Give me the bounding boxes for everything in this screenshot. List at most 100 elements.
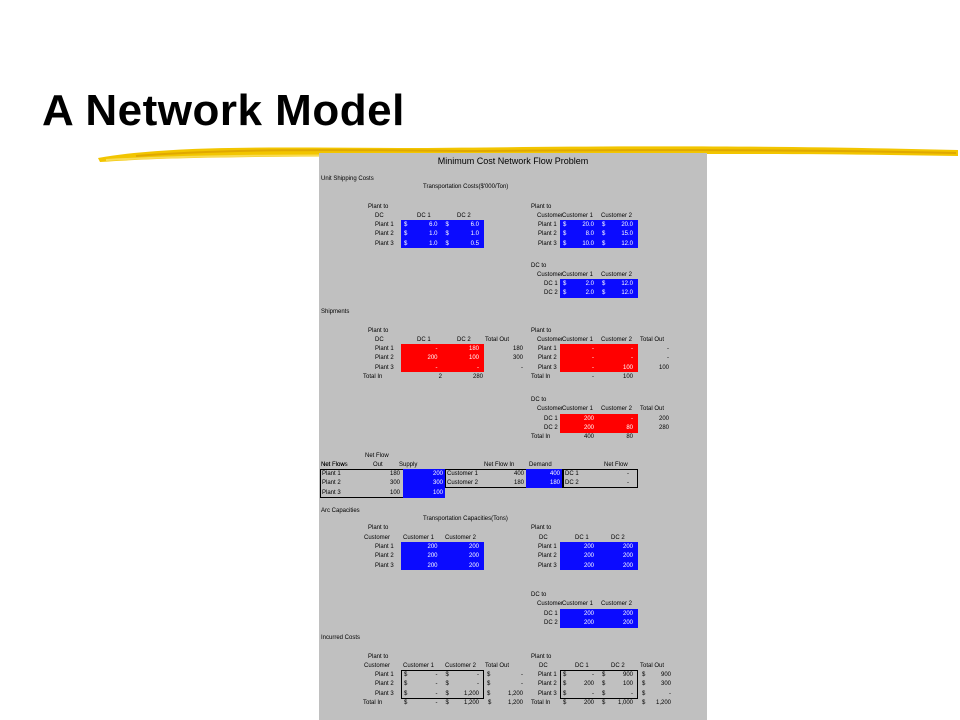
cost-cell[interactable]: 2.0 <box>585 281 594 287</box>
label: Plant to <box>368 328 389 334</box>
cost-input-block <box>560 220 638 248</box>
cost-cell[interactable]: 20.0 <box>582 222 594 228</box>
cost-cell[interactable]: 6.0 <box>429 222 438 228</box>
incurred-cell[interactable]: - <box>435 681 438 688</box>
row-label: Plant 2 <box>375 681 394 688</box>
shipment-cell[interactable]: - <box>631 346 633 352</box>
shipment-cell[interactable]: 100 <box>622 364 633 371</box>
row-label: DC 2 <box>565 480 579 486</box>
label: Total In <box>531 434 551 440</box>
incurred-cell[interactable]: - <box>592 672 594 678</box>
section-arc-capacities: Arc Capacities <box>321 508 360 514</box>
cost-cell[interactable]: 1.0 <box>429 240 438 247</box>
capacity-cell[interactable]: 200 <box>583 620 594 627</box>
slide-title: A Network Model <box>42 86 405 135</box>
currency-symbol: $ <box>404 240 408 247</box>
capacity-cell[interactable]: 200 <box>583 562 594 569</box>
row-label: Plant 3 <box>375 364 394 371</box>
label: DC to <box>531 592 547 598</box>
cost-cell[interactable]: 0.5 <box>470 240 479 247</box>
incurred-cell[interactable]: 200 <box>583 681 594 688</box>
capacity-cell[interactable]: 200 <box>622 544 633 550</box>
label: DC 2 <box>457 337 471 343</box>
incurred-cell[interactable]: - <box>592 690 594 697</box>
total-in-value: 1,200 <box>655 700 671 706</box>
capacity-cell[interactable]: 200 <box>583 611 594 617</box>
shipment-cell[interactable]: 100 <box>468 355 479 362</box>
shipment-cell[interactable]: 200 <box>583 425 594 432</box>
demand-value: 180 <box>549 480 560 487</box>
shipment-cell[interactable]: 200 <box>427 355 438 362</box>
currency-symbol: $ <box>404 681 408 688</box>
shipment-cell[interactable]: 180 <box>468 346 479 352</box>
capacity-cell[interactable]: 200 <box>583 544 594 550</box>
cost-input-block <box>401 220 484 248</box>
shipment-cell[interactable]: 80 <box>626 425 633 432</box>
total-in-value: 80 <box>626 434 633 440</box>
net-flow-dc-box <box>563 469 638 488</box>
capacity-cell[interactable]: 200 <box>468 562 479 569</box>
incurred-cell[interactable]: - <box>477 681 479 688</box>
capacity-cell[interactable]: 200 <box>427 562 438 569</box>
cost-cell[interactable]: 10.0 <box>582 240 594 247</box>
label: DC to <box>531 397 547 403</box>
capacity-cell[interactable]: 200 <box>622 620 633 627</box>
cost-cell[interactable]: 12.0 <box>621 240 633 247</box>
capacity-cell[interactable]: 200 <box>622 553 633 560</box>
currency-symbol: $ <box>563 281 567 287</box>
total-in-value: 200 <box>583 700 594 706</box>
shipment-cell[interactable]: - <box>592 355 594 362</box>
cost-cell[interactable]: 1.0 <box>470 231 479 238</box>
capacity-cell[interactable]: 200 <box>468 553 479 560</box>
shipment-cell[interactable]: - <box>435 346 438 352</box>
net-flow-value: 180 <box>513 480 524 487</box>
incurred-cell[interactable]: 900 <box>622 672 633 678</box>
total-out-value: - <box>521 672 523 678</box>
label: Total In <box>363 374 383 380</box>
incurred-cell[interactable]: 1,200 <box>463 690 479 697</box>
shipment-cell[interactable]: - <box>592 364 594 371</box>
cost-cell[interactable]: 6.0 <box>470 222 479 228</box>
incurred-cell[interactable]: - <box>435 672 438 678</box>
currency-symbol: $ <box>445 240 449 247</box>
label: Customer <box>537 406 564 412</box>
currency-symbol: $ <box>487 690 491 697</box>
cost-cell[interactable]: 1.0 <box>429 231 438 238</box>
incurred-cell[interactable]: 100 <box>622 681 633 688</box>
net-flow-customer-box <box>445 469 563 488</box>
incurred-cell[interactable]: - <box>435 690 438 697</box>
cost-cell[interactable]: 12.0 <box>621 290 633 297</box>
cost-cell[interactable]: 12.0 <box>621 281 633 287</box>
shipment-cell[interactable]: 200 <box>583 416 594 422</box>
section-net-flows: Net Flow <box>321 462 345 468</box>
currency-symbol: $ <box>445 690 449 697</box>
cost-cell[interactable]: 2.0 <box>585 290 594 297</box>
capacity-cell[interactable]: 200 <box>622 611 633 617</box>
section-net-flows: Net Flows <box>321 462 348 468</box>
capacity-cell[interactable]: 200 <box>622 562 633 569</box>
capacity-cell[interactable]: 200 <box>468 544 479 550</box>
capacity-cell[interactable]: 200 <box>583 553 594 560</box>
currency-symbol: $ <box>404 700 408 706</box>
capacity-cell[interactable]: 200 <box>427 544 438 550</box>
sheet-title: Minimum Cost Network Flow Problem <box>437 156 589 166</box>
shipment-cell[interactable]: - <box>592 346 594 352</box>
label: Total In <box>363 700 383 706</box>
capacity-cell[interactable]: 200 <box>427 553 438 560</box>
currency-symbol: $ <box>563 240 567 247</box>
cost-input-block <box>560 279 638 298</box>
total-out-value: 1,200 <box>507 690 523 697</box>
cost-cell[interactable]: 20.0 <box>621 222 633 228</box>
incurred-cell[interactable]: - <box>631 690 633 697</box>
incurred-cell[interactable]: - <box>477 672 479 678</box>
cost-cell[interactable]: 15.0 <box>621 231 633 238</box>
label: Demand <box>529 462 552 468</box>
net-flow-value: 180 <box>389 471 400 477</box>
cost-cell[interactable]: 8.0 <box>585 231 594 238</box>
shipment-cell[interactable]: - <box>631 416 633 422</box>
shipment-cell[interactable]: - <box>477 364 479 371</box>
shipment-cell[interactable]: - <box>435 364 438 371</box>
row-label: Plant 1 <box>322 471 341 477</box>
shipment-cell[interactable]: - <box>631 355 633 362</box>
